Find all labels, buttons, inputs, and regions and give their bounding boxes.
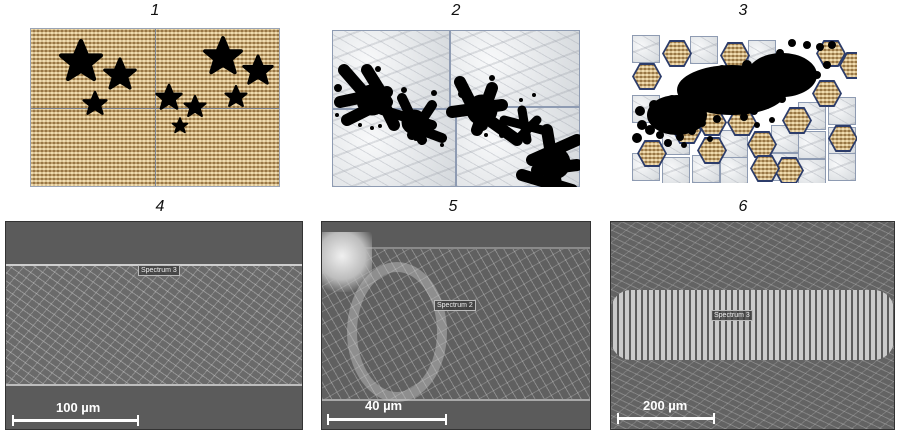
panel-6-label: 6 xyxy=(738,198,748,215)
marble-square-tile xyxy=(632,35,660,63)
burlap-hex-tile xyxy=(812,80,842,107)
panel-2-marble-splatters xyxy=(332,30,580,187)
marble-square-tile xyxy=(662,157,690,183)
burlap-hex-tile xyxy=(720,42,750,69)
panel-5-sem-micrograph: Spectrum 2 40 µm xyxy=(321,221,591,430)
burlap-hex-tile xyxy=(637,140,667,167)
panel-4-sem-micrograph: Spectrum 3 100 µm xyxy=(5,221,303,430)
marble-square-tile xyxy=(828,153,856,181)
panel-4-label: 4 xyxy=(155,198,165,215)
stars-layer xyxy=(31,36,274,134)
panel-2-label: 2 xyxy=(451,2,461,19)
panel-3-label: 3 xyxy=(738,2,748,19)
burlap-hex-tile xyxy=(697,137,727,164)
crystal-ring xyxy=(347,262,447,402)
panel-1-burlap-stars xyxy=(30,28,280,187)
coating-track xyxy=(6,264,302,386)
panel-3-mosaic-dots xyxy=(632,35,857,183)
marble-square-tile xyxy=(828,97,856,125)
burlap-hex-tile xyxy=(750,155,780,182)
fabric-seam-vertical xyxy=(155,29,156,186)
scale-bar-line xyxy=(327,414,447,425)
scale-bar-line xyxy=(12,415,139,426)
ink-splatter-layer xyxy=(334,64,580,187)
marble-square-tile xyxy=(720,157,748,183)
spectrum-label: Spectrum 3 xyxy=(711,310,753,321)
weld-bead-track xyxy=(611,290,894,360)
black-dots-layer xyxy=(632,39,836,148)
burlap-hex-tile xyxy=(662,40,692,67)
scale-bar-label: 100 µm xyxy=(56,400,101,415)
panel-6-sem-micrograph: Spectrum 3 200 µm xyxy=(610,221,895,430)
marble-square-tile xyxy=(690,36,718,64)
spectrum-label: Spectrum 3 xyxy=(138,265,180,276)
burlap-hex-tile xyxy=(782,107,812,134)
burlap-hex-tile xyxy=(839,52,857,79)
marble-tile xyxy=(450,30,580,107)
scale-bar-line xyxy=(617,413,715,424)
burlap-hex-tile xyxy=(632,63,662,90)
panel-1-label: 1 xyxy=(150,2,160,19)
star-icon xyxy=(61,36,274,134)
burlap-hex-tile xyxy=(747,131,777,158)
marble-square-tile xyxy=(798,159,826,183)
panel-5-label: 5 xyxy=(448,198,458,215)
scale-bar-label: 200 µm xyxy=(643,398,688,413)
scale-bar-label: 40 µm xyxy=(365,398,403,413)
spectrum-label: Spectrum 2 xyxy=(434,300,476,311)
ink-droplets xyxy=(334,66,566,147)
